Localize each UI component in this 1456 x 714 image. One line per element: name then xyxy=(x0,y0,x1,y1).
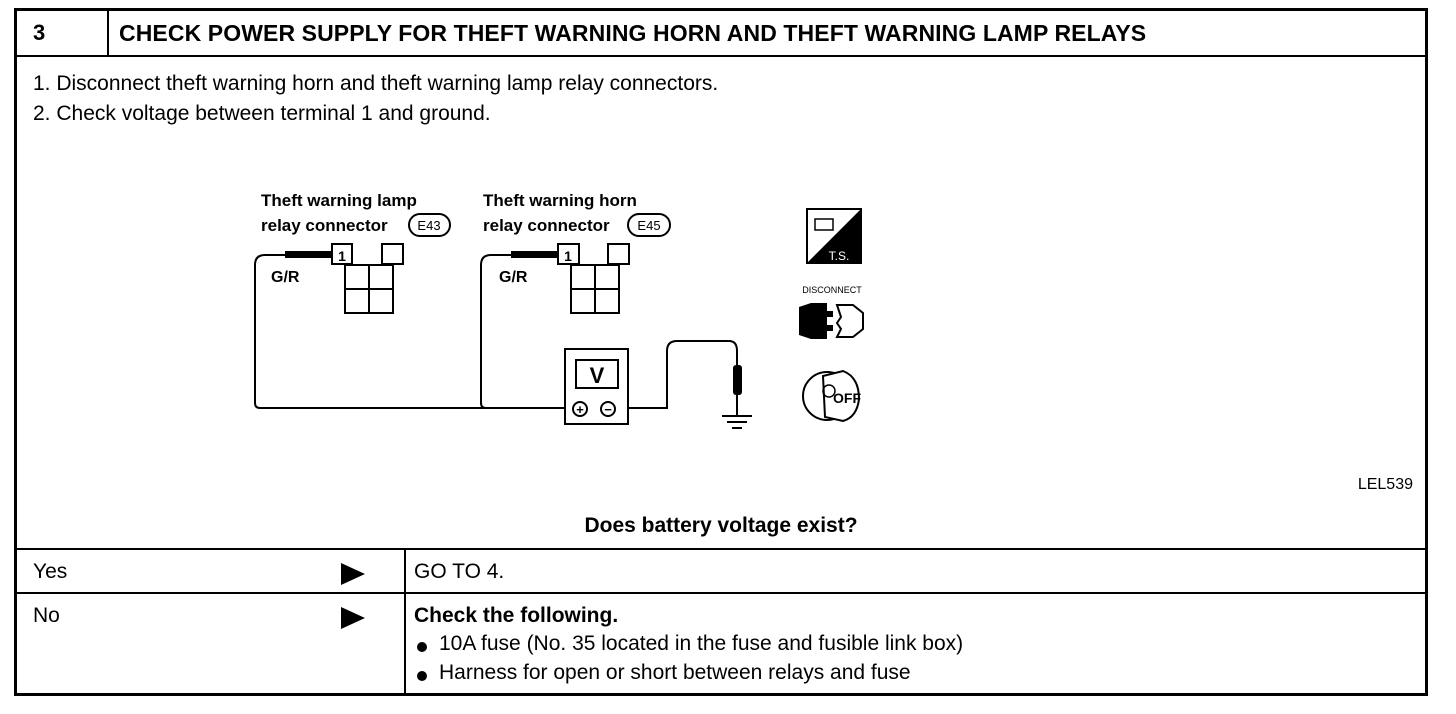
lamp-connector-label-line1: Theft warning lamp xyxy=(261,191,417,210)
ground-symbol xyxy=(722,415,752,429)
procedure-table: 3 CHECK POWER SUPPLY FOR THEFT WARNING H… xyxy=(14,8,1428,696)
off-label: OFF xyxy=(833,390,861,406)
row-divider-top xyxy=(17,548,1425,550)
instruction-1: 1. Disconnect theft warning horn and the… xyxy=(33,72,719,95)
figure-id: LEL539 xyxy=(1358,476,1413,493)
disconnect-icon xyxy=(799,303,864,339)
lamp-relay-connector xyxy=(331,243,404,314)
row-divider-middle xyxy=(17,592,1425,594)
lamp-connector-code: E43 xyxy=(417,218,440,233)
horn-wire-color: G/R xyxy=(499,269,528,286)
horn-connector-code: E45 xyxy=(637,218,660,233)
answer-no-label: No xyxy=(33,604,60,627)
lamp-connector-label-line2: relay connector xyxy=(261,216,388,235)
bullet-2 xyxy=(417,671,427,681)
voltmeter xyxy=(564,348,629,425)
horn-terminal-number: 1 xyxy=(564,248,572,264)
lamp-terminal-number: 1 xyxy=(338,248,346,264)
lamp-connector-code-badge xyxy=(408,213,451,237)
meter-minus: − xyxy=(604,402,612,417)
check-item-1: 10A fuse (No. 35 located in the fuse and… xyxy=(439,632,964,655)
bullet-1 xyxy=(417,642,427,652)
step-number: 3 xyxy=(17,11,109,55)
column-divider xyxy=(404,548,406,693)
lamp-wire-color: G/R xyxy=(271,269,300,286)
diagnostic-question: Does battery voltage exist? xyxy=(584,514,858,537)
instruction-2: 2. Check voltage between terminal 1 and … xyxy=(33,102,491,125)
no-arrow-icon xyxy=(341,607,365,629)
ignition-off-icon xyxy=(802,369,861,423)
horn-relay-connector xyxy=(557,243,630,314)
test-leads xyxy=(254,254,738,409)
answer-yes-result: GO TO 4. xyxy=(414,560,505,583)
instructions: 1. Disconnect theft warning horn and the… xyxy=(33,69,718,129)
troubleshooting-icon xyxy=(806,208,862,264)
step-title: CHECK POWER SUPPLY FOR THEFT WARNING HOR… xyxy=(119,20,1147,46)
meter-symbol: V xyxy=(590,363,605,388)
horn-connector-label-line2: relay connector xyxy=(483,216,610,235)
ground-probe xyxy=(733,365,742,395)
horn-connector-code-badge xyxy=(627,213,671,237)
ts-label: T.S. xyxy=(829,249,850,263)
check-item-2: Harness for open or short between relays… xyxy=(439,661,911,684)
horn-connector-label-line1: Theft warning horn xyxy=(483,191,637,210)
header-row: 3 CHECK POWER SUPPLY FOR THEFT WARNING H… xyxy=(17,11,1425,57)
answer-no-heading: Check the following. xyxy=(414,604,619,627)
wiring-diagram: Theft warning lamp relay connector E43 T… xyxy=(254,191,1413,493)
lamp-probe xyxy=(285,251,331,258)
disconnect-label: DISCONNECT xyxy=(802,285,862,295)
horn-probe xyxy=(511,251,557,258)
meter-plus: + xyxy=(576,402,584,417)
answer-yes-label: Yes xyxy=(33,560,68,583)
yes-arrow-icon xyxy=(341,563,365,585)
